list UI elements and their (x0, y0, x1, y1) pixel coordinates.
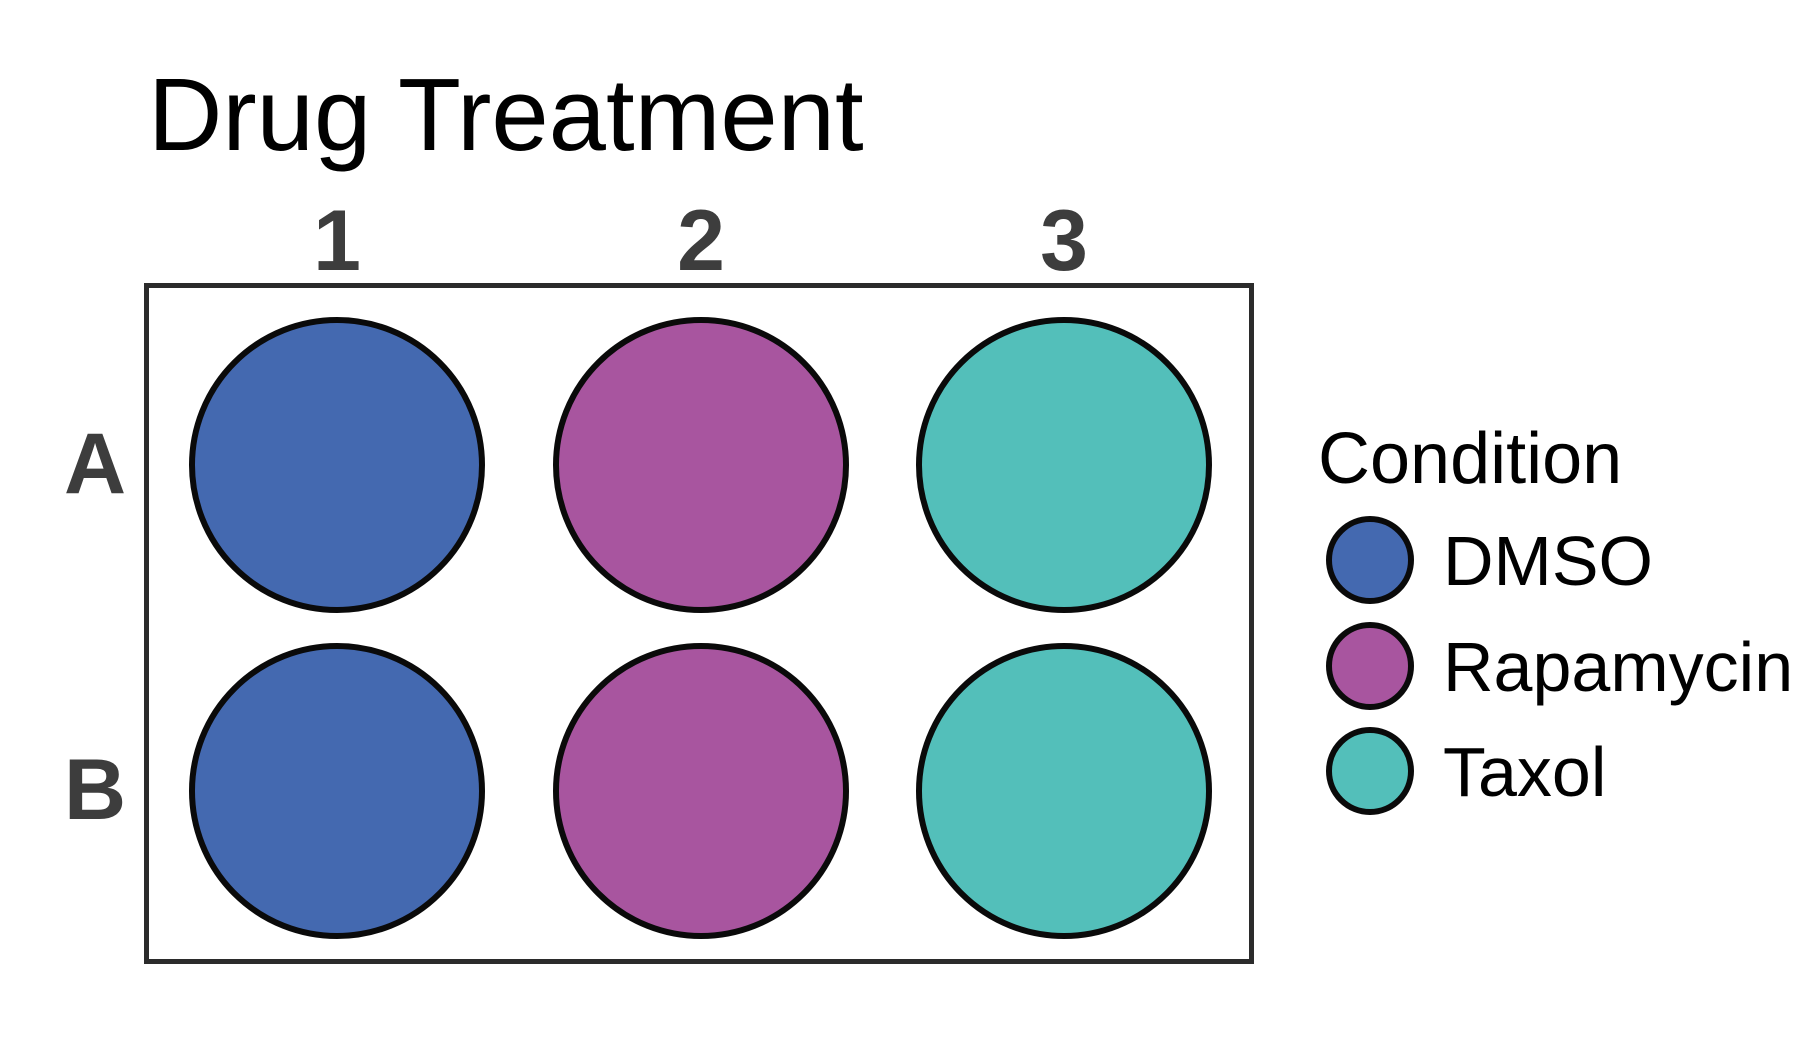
legend-label-taxol: Taxol (1443, 733, 1607, 811)
chart-title: Drug Treatment (148, 57, 864, 172)
column-label-1: 1 (313, 193, 361, 289)
legend-label-rapamycin: Rapamycin (1443, 628, 1794, 706)
legend-swatch-dmso (1326, 516, 1414, 604)
row-label-B: B (63, 742, 127, 838)
legend-swatch-rapamycin (1326, 622, 1414, 710)
legend-label-dmso: DMSO (1443, 522, 1653, 600)
legend-swatch-taxol (1326, 727, 1414, 815)
well-A3 (916, 317, 1212, 613)
well-B3 (916, 643, 1212, 939)
row-label-A: A (63, 416, 127, 512)
well-B2 (553, 643, 849, 939)
well-A1 (189, 317, 485, 613)
column-label-2: 2 (677, 193, 725, 289)
column-label-3: 3 (1040, 193, 1088, 289)
legend-title: Condition (1318, 419, 1623, 499)
well-A2 (553, 317, 849, 613)
well-B1 (189, 643, 485, 939)
